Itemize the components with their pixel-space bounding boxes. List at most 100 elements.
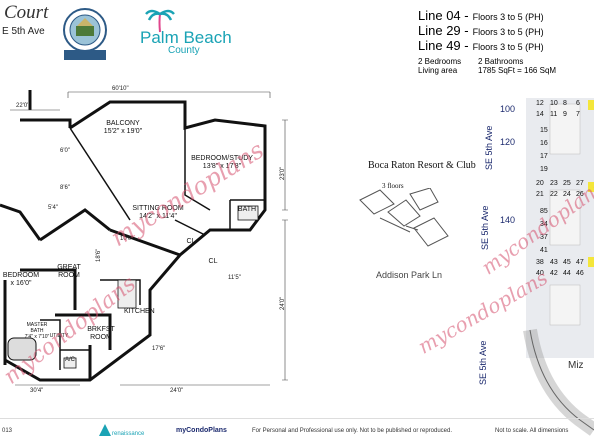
palm-tree-icon (145, 9, 175, 33)
room-bedroom: BEDROOM x 16'0" (0, 272, 42, 288)
line-floors: Floors 3 to 5 (PH) (472, 12, 544, 22)
dim-top: 60'10" (112, 86, 129, 92)
unit-number: 46 (576, 270, 584, 277)
dim-30-4: 30'4" (30, 388, 44, 394)
renaissance-logo-icon (98, 423, 112, 437)
room-balcony: BALCONY 15'2" x 19'0" (98, 120, 148, 136)
row-label-100: 100 (500, 104, 516, 114)
room-ac: A/C (64, 357, 75, 363)
rooms-row: 2 Bedrooms 2 Bathrooms (418, 57, 594, 66)
county-label: County (168, 45, 200, 56)
room-great: GREAT ROOM (54, 264, 84, 280)
unit-number: 26 (576, 191, 584, 198)
resort-name: Boca Raton Resort & Club (368, 160, 476, 171)
room-dim: 13'8" x 17'8" (202, 163, 242, 170)
line-name: Line 49 - (418, 38, 469, 53)
unit-info: Line 04 - Floors 3 to 5 (PH) Line 29 - F… (418, 8, 594, 75)
unit-number: 21 (536, 191, 544, 198)
room-bedroom-study: BEDROOM/STUDY 13'8" x 17'8" (186, 155, 258, 171)
address-text: E 5th Ave (2, 26, 45, 37)
unit-number: 10 (550, 100, 558, 107)
unit-number: 37 (540, 234, 548, 241)
unit-number: 19 (540, 166, 548, 173)
room-dim: x 16'0" (10, 280, 32, 287)
ave-label-mid: SE 5th Ave (480, 205, 490, 250)
resort-floors: 3 floors (382, 182, 404, 190)
room-dim: 15'2" x 19'0" (103, 128, 143, 135)
unit-number: 7 (576, 111, 580, 118)
unit-number: 24 (563, 191, 571, 198)
unit-number: 44 (563, 270, 571, 277)
site-map (523, 98, 594, 436)
room-dim: 14'2" x 11'4" (139, 213, 177, 220)
bedrooms-count: 2 Bedrooms (418, 57, 462, 66)
unit-number: 14 (536, 111, 544, 118)
unit-number: 15 (540, 127, 548, 134)
floor-plan-drawing (0, 90, 288, 386)
unit-number: 6 (576, 100, 580, 107)
room-utility: UTILITY (49, 333, 69, 339)
unit-number: 45 (563, 259, 571, 266)
footer-brand-renaissance: renaissance (112, 431, 145, 437)
dim-23: 23'0" (280, 166, 286, 180)
dim-17-6: 17'6" (152, 346, 166, 352)
room-breakfast: BRKFST ROOM (84, 326, 118, 342)
room-name: BEDROOM/STUDY (191, 155, 253, 162)
unit-number: 11 (550, 111, 558, 118)
unit-number: 38 (536, 259, 544, 266)
line-floors: Floors 3 to 5 (PH) (472, 42, 544, 52)
ave-label-top: SE 5th Ave (484, 125, 494, 170)
room-bath: BATH (237, 206, 257, 213)
row-label-120: 120 (500, 137, 516, 147)
unit-number: 17 (540, 153, 548, 160)
room-name: GREAT (57, 264, 81, 271)
unit-number: 23 (550, 180, 558, 187)
dim-11-5: 11'5" (228, 275, 241, 281)
room-closet-2: CL (208, 258, 218, 265)
room-name: SITTING ROOM (132, 205, 184, 212)
room-sitting: SITTING ROOM 14'2" x 11'4" (128, 205, 188, 221)
dim-8-6: 8'6" (60, 185, 70, 191)
unit-number: 34 (540, 221, 548, 228)
room-name: ROOM (58, 272, 80, 279)
unit-number: 47 (576, 259, 584, 266)
unit-number: 25 (563, 180, 571, 187)
dim-24-right: 24'0" (280, 296, 286, 310)
court-title: Court (4, 2, 49, 23)
dim-10: 10'0" (120, 236, 134, 242)
line-row-1: Line 04 - Floors 3 to 5 (PH) (418, 8, 594, 23)
footer-scale-note: Not to scale. All dimensions (495, 428, 569, 434)
footer-year: 013 (2, 428, 13, 434)
unit-number: 8 (563, 100, 567, 107)
room-name: BRKFST (87, 326, 115, 333)
dim-24-bottom: 24'0" (170, 388, 184, 394)
dim-5-4: 5'4" (48, 205, 58, 211)
line-floors: Floors 3 to 5 (PH) (472, 27, 544, 37)
line-name: Line 29 - (418, 23, 469, 38)
room-name: BATH (30, 328, 44, 334)
area-row: Living area 1785 SqFt = 166 SqM (418, 66, 594, 75)
room-dim: 7'4" x 7'10" (24, 334, 50, 340)
street-label: Addison Park Ln (376, 270, 443, 280)
dim-18-6: 18'6" (96, 248, 102, 262)
footer: 013 renaissance myCondoPlans For Persona… (0, 418, 594, 446)
footer-brand-mycondoplans: myCondoPlans (176, 427, 227, 434)
dim-22: 22'0" (16, 103, 30, 109)
unit-number: 16 (540, 140, 548, 147)
unit-number: 85 (540, 208, 548, 215)
dim-6: 6'0" (60, 148, 70, 154)
city-seal-icon (63, 8, 107, 60)
footer-notice: For Personal and Professional use only. … (252, 428, 453, 434)
living-area-value: 1785 SqFt = 166 SqM (478, 66, 557, 75)
unit-number: 9 (563, 111, 567, 118)
ave-label-bot: SE 5th Ave (478, 340, 488, 385)
room-name: MASTER (26, 322, 48, 328)
unit-number: 27 (576, 180, 584, 187)
unit-number: 12 (536, 100, 544, 107)
unit-number: 42 (550, 270, 558, 277)
unit-number: 40 (536, 270, 544, 277)
row-label-140: 140 (500, 215, 516, 225)
line-row-3: Line 49 - Floors 3 to 5 (PH) (418, 38, 594, 53)
room-closet-1: CL (186, 238, 196, 245)
room-name: ROOM (90, 334, 112, 341)
